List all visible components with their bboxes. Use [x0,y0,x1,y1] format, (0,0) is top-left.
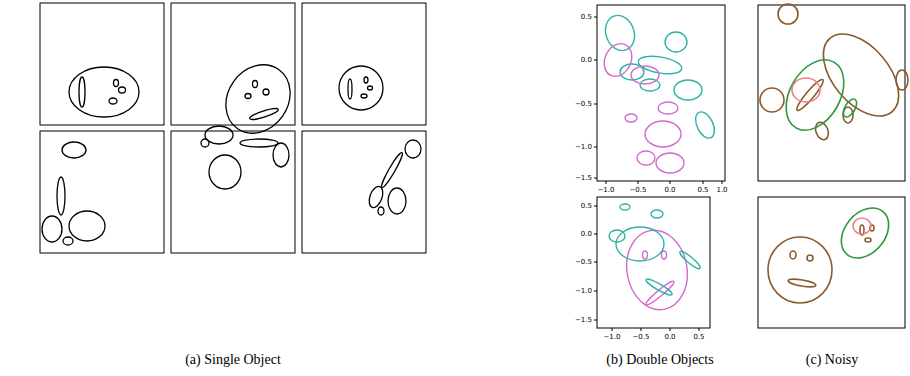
axis-tick-label: −0.5 [633,333,650,341]
figure-caption: (a) Single Object (b) Double Objects (c)… [0,360,910,361]
axis-tick-label: −0.5 [575,100,592,108]
axis-tick-label: −0.5 [575,258,592,266]
axis-tick-label: 0.5 [693,333,704,341]
axis-tick-label: −1.5 [575,316,592,324]
axis-tick-label: 0.0 [664,333,675,341]
axis-tick-label: −1.5 [575,174,592,182]
panel-caption: (a) Single Object [185,352,281,368]
panel-caption: (c) Noisy [806,352,859,368]
panel-caption: (b) Double Objects [606,352,713,368]
axis-tick-label: 0.5 [697,186,708,194]
axis-tick-label: −1.0 [575,287,592,295]
axis-tick-label: 0.0 [581,56,592,64]
axis-tick-label: −1.0 [575,143,592,151]
axis-tick-label: 0.0 [581,230,592,238]
axis-tick-label: −0.5 [630,186,647,194]
axis-tick-label: 1.0 [716,186,727,194]
axis-tick-label: −1.0 [598,186,615,194]
axis-tick-label: 0.5 [581,202,592,210]
axis-tick-label: 0.5 [581,13,592,21]
axis-tick-label: −1.0 [604,333,621,341]
axis-tick-label: 0.0 [664,186,675,194]
